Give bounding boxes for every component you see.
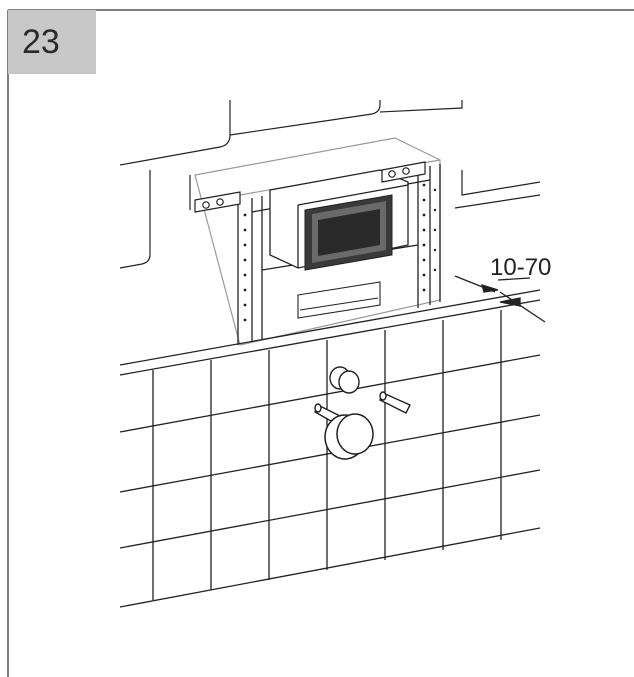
flush-opening (304, 194, 393, 271)
rail-holes (243, 183, 437, 322)
page-border (7, 9, 634, 677)
dimension-label: 10-70 (490, 254, 552, 281)
wall-bracket-right (381, 161, 426, 183)
dimension-arrows (454, 275, 546, 323)
step-number-badge: 23 (8, 10, 96, 74)
flush-button-large (324, 413, 374, 460)
lower-frame-opening (297, 281, 381, 319)
fixing-bolt-right (379, 391, 411, 414)
flush-button-small (329, 366, 360, 394)
front-wall-tiles (119, 289, 541, 608)
back-wall-tiles (119, 100, 541, 269)
wall-bracket-left (194, 191, 241, 213)
